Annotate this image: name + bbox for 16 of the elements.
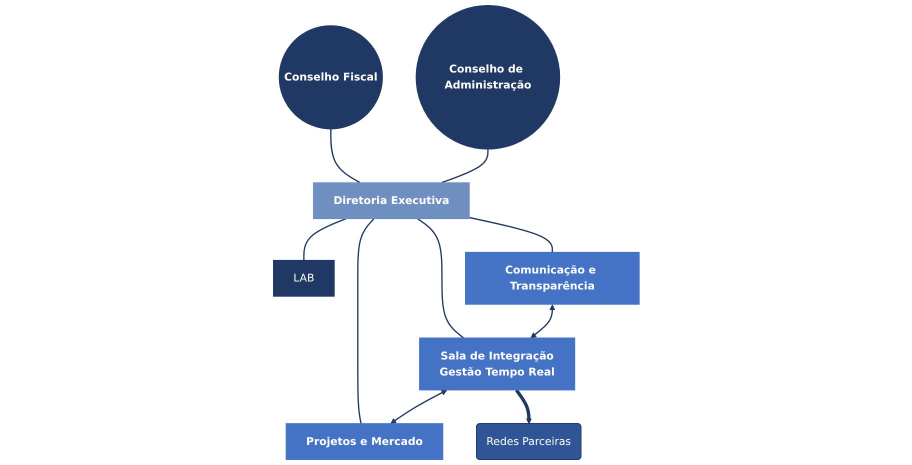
connector xyxy=(302,218,346,260)
node-box: Projetos e Mercado xyxy=(285,423,443,460)
connector xyxy=(356,218,374,424)
node-box: Comunicação e Transparência xyxy=(464,252,640,305)
connector xyxy=(416,218,464,338)
node-box: Sala de Integração Gestão Tempo Real xyxy=(418,338,575,390)
node-box: Diretoria Executiva xyxy=(312,182,470,220)
arrow xyxy=(514,389,532,424)
arrow xyxy=(530,304,555,338)
arrow xyxy=(390,390,447,424)
node-box: LAB xyxy=(272,260,334,297)
connector xyxy=(330,129,360,184)
connector xyxy=(440,149,488,184)
connector xyxy=(468,216,553,252)
node-circle: Conselho Fiscal xyxy=(278,25,383,130)
node-circle: Conselho de Administração xyxy=(415,5,560,150)
